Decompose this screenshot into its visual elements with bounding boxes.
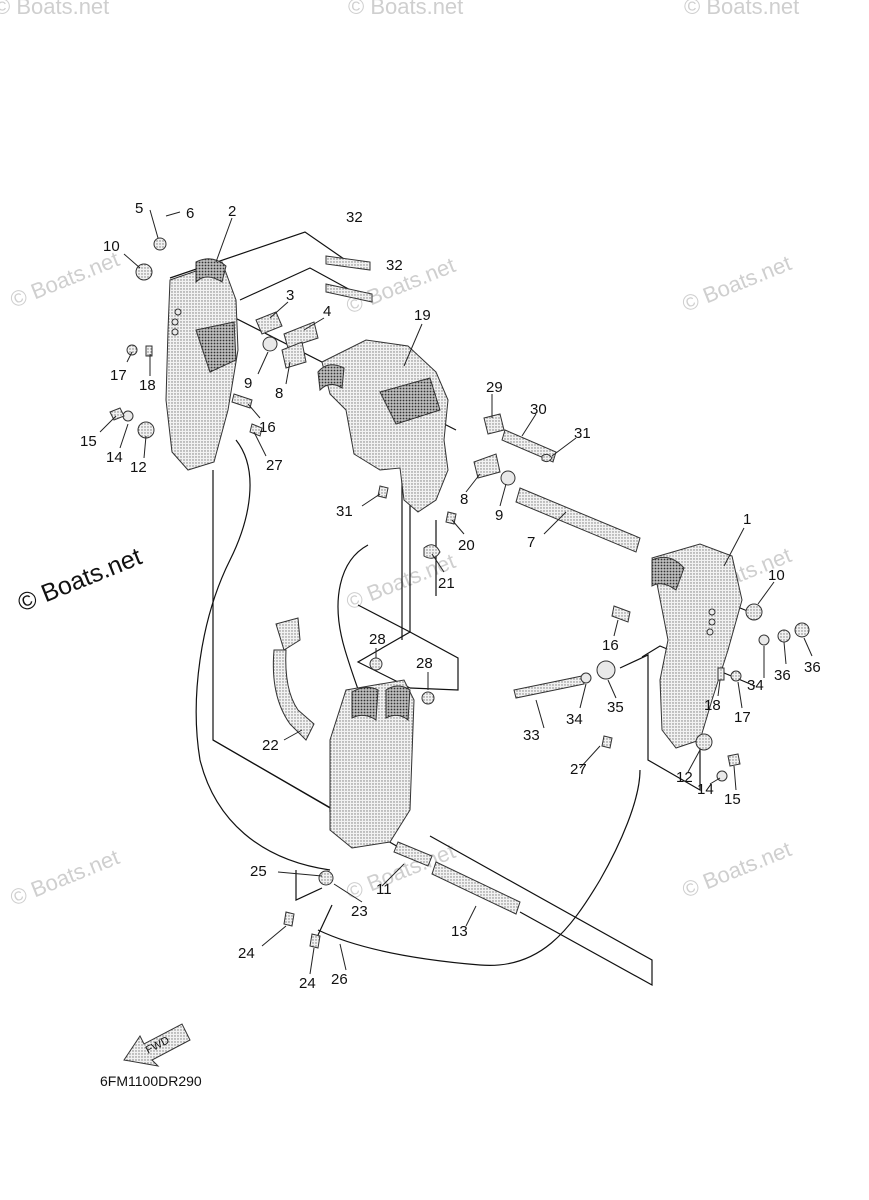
- callout-14: 14: [697, 781, 714, 798]
- part-swivel-bracket-19: [317, 339, 449, 513]
- callout-1: 1: [743, 511, 751, 528]
- callout-17: 17: [110, 367, 127, 384]
- watermark: © Boats.net: [679, 250, 795, 316]
- callout-23: 23: [351, 903, 368, 920]
- part-tilt-unit: [329, 679, 415, 849]
- callout-13: 13: [451, 923, 468, 940]
- callout-18: 18: [139, 377, 156, 394]
- watermark-large: © Boats.net: [14, 543, 146, 618]
- callout-36: 36: [774, 667, 791, 684]
- leader-lines: [99, 209, 813, 975]
- watermark: © Boats.net: [7, 844, 123, 910]
- callout-25: 25: [250, 863, 267, 880]
- callout-11: 11: [376, 881, 392, 898]
- callout-17: 17: [734, 709, 751, 726]
- callout-26: 26: [331, 971, 348, 988]
- callout-31: 31: [336, 503, 353, 520]
- callout-18: 18: [704, 697, 721, 714]
- callout-5: 5: [135, 200, 143, 217]
- callout-3: 3: [286, 287, 294, 304]
- watermark: © Boats.net: [684, 0, 799, 19]
- callout-33: 33: [523, 727, 540, 744]
- callout-8: 8: [275, 385, 283, 402]
- callout-22: 22: [262, 737, 279, 754]
- watermark: © Boats.net: [0, 0, 109, 19]
- watermark: © Boats.net: [7, 246, 123, 312]
- callout-15: 15: [724, 791, 741, 808]
- callout-24: 24: [299, 975, 316, 992]
- callout-6: 6: [186, 205, 194, 222]
- callout-35: 35: [607, 699, 624, 716]
- callout-32: 32: [346, 209, 363, 226]
- part-bracket-2: [165, 258, 239, 471]
- callout-16: 16: [602, 637, 619, 654]
- drawing-code: 6FM1100DR290: [100, 1073, 202, 1089]
- callout-29: 29: [486, 379, 503, 396]
- fwd-arrow-icon: FWD: [123, 1023, 191, 1067]
- callout-2: 2: [228, 203, 236, 220]
- callout-28: 28: [416, 655, 433, 672]
- callout-12: 12: [676, 769, 693, 786]
- callout-27: 27: [266, 457, 283, 474]
- callout-24: 24: [238, 945, 255, 962]
- callout-15: 15: [80, 433, 97, 450]
- callout-7: 7: [527, 534, 535, 551]
- callout-36: 36: [804, 659, 821, 676]
- callout-9: 9: [495, 507, 503, 524]
- part-bracket-1: [651, 543, 743, 749]
- callout-20: 20: [458, 537, 475, 554]
- callout-34: 34: [566, 711, 583, 728]
- callout-9: 9: [244, 375, 252, 392]
- watermark: © Boats.net: [679, 836, 795, 902]
- callout-28: 28: [369, 631, 386, 648]
- callout-12: 12: [130, 459, 147, 476]
- callout-14: 14: [106, 449, 123, 466]
- callout-30: 30: [530, 401, 547, 418]
- callout-21: 21: [438, 575, 455, 592]
- callout-31: 31: [574, 425, 591, 442]
- callout-10: 10: [103, 238, 120, 255]
- callout-16: 16: [259, 419, 276, 436]
- callout-10: 10: [768, 567, 785, 584]
- callout-19: 19: [414, 307, 431, 324]
- callout-labels: 1 2 3 4 5 6 7 8 8 9 9 10 10 11 12 12 13 …: [80, 200, 821, 992]
- part-shafts: [109, 237, 810, 949]
- watermark: © Boats.net: [348, 0, 463, 19]
- callout-32: 32: [386, 257, 403, 274]
- callout-34: 34: [747, 677, 764, 694]
- callout-4: 4: [323, 303, 331, 320]
- callout-8: 8: [460, 491, 468, 508]
- callout-27: 27: [570, 761, 587, 778]
